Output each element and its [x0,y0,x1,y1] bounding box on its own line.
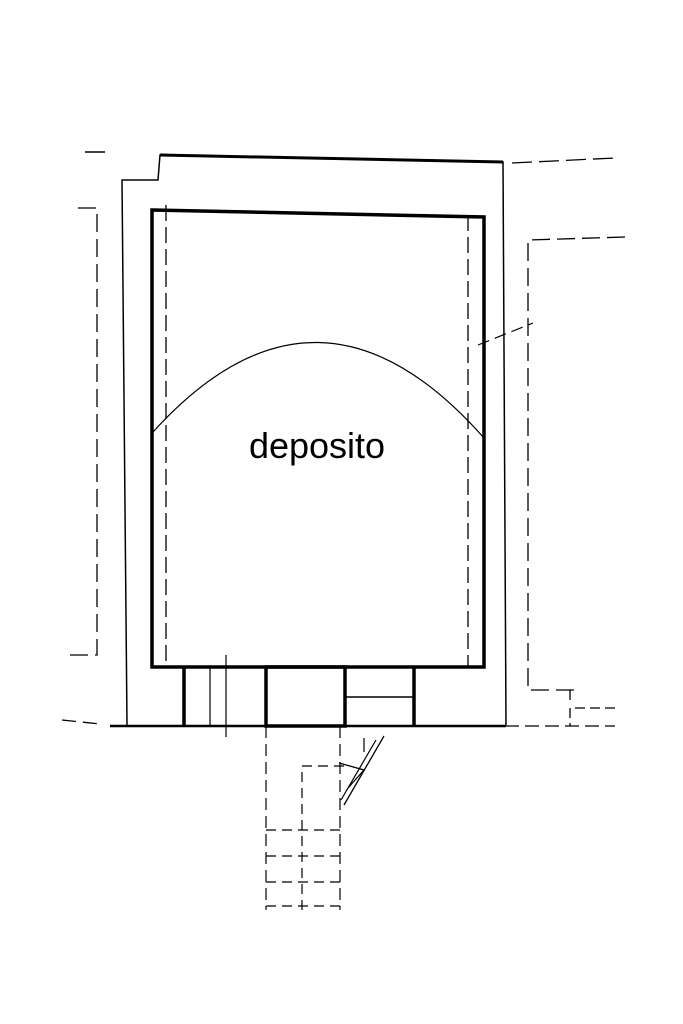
room-label-deposito: deposito [249,425,385,466]
dashed-diagonal-right [477,322,534,346]
adjacent-dashed-left-bottom [61,719,101,725]
adjacent-dashed-right [527,236,626,691]
outer-wall-outline [121,154,507,726]
adjacent-dashed-left [64,207,98,656]
adjacent-dashed-right-box [569,707,615,726]
room-wall-deposito [150,208,486,669]
adjacent-dashed-top-right [511,157,616,164]
entrance-arrow-head [338,762,366,789]
entrance-arrow-shaft-2 [340,739,377,801]
stair-dashed-inner [301,765,345,910]
door-block-center [264,665,347,728]
outer-wall-top-edge [159,153,504,164]
vault-arc [152,341,485,439]
